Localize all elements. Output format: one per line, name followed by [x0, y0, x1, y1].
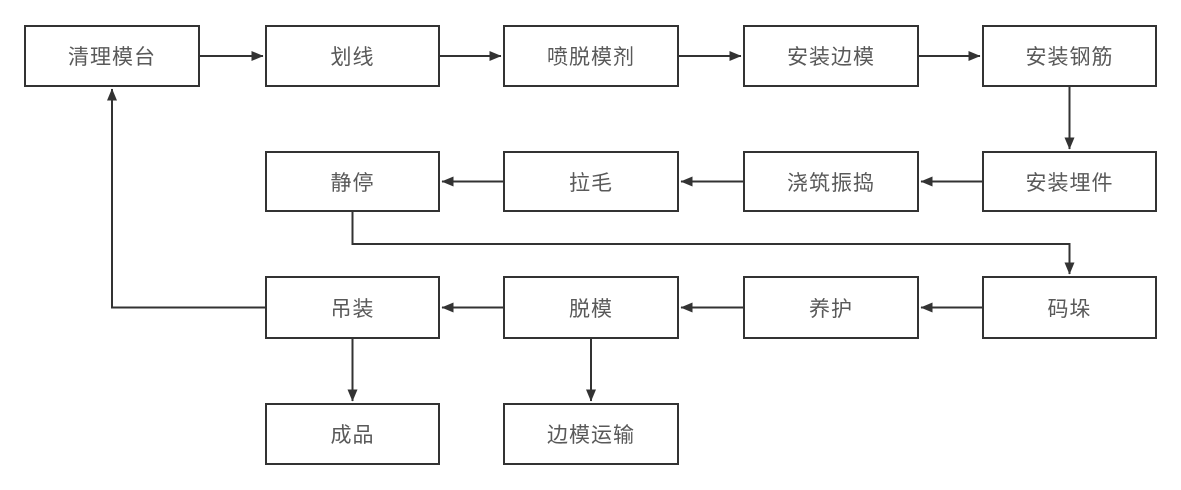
node-line-marking: 划线 — [265, 25, 440, 87]
node-finished-product-label: 成品 — [330, 424, 375, 447]
node-spray-release-agent-label: 喷脱模剂 — [547, 46, 635, 69]
node-roughening: 拉毛 — [503, 151, 679, 212]
node-curing-label: 养护 — [809, 297, 853, 321]
node-side-form-transport-label: 边模运输 — [547, 424, 635, 447]
node-finished-product: 成品 — [265, 403, 440, 465]
node-install-rebar-label: 安装钢筋 — [1025, 46, 1114, 69]
node-clean-mold-table: 清理模台 — [24, 25, 200, 87]
node-install-side-forms: 安装边模 — [743, 25, 919, 87]
node-demolding-label: 脱模 — [569, 297, 613, 321]
node-install-embedded-parts: 安装埋件 — [982, 151, 1157, 212]
node-resting-label: 静停 — [330, 171, 375, 195]
edge-hoisting-to-clean-mold-table — [107, 88, 265, 309]
node-demolding: 脱模 — [503, 276, 679, 339]
edge-resting-to-stacking — [351, 212, 1075, 275]
node-install-embedded-parts-label: 安装埋件 — [1025, 171, 1114, 195]
node-resting: 静停 — [265, 151, 440, 212]
node-hoisting: 吊装 — [265, 276, 440, 339]
node-pour-and-vibrate: 浇筑振捣 — [743, 151, 919, 212]
node-clean-mold-table-label: 清理模台 — [68, 46, 156, 69]
node-side-form-transport: 边模运输 — [503, 403, 679, 465]
node-stacking-label: 码垛 — [1047, 297, 1092, 321]
node-install-rebar: 安装钢筋 — [982, 25, 1157, 87]
node-install-side-forms-label: 安装边模 — [787, 46, 875, 69]
node-roughening-label: 拉毛 — [569, 171, 613, 195]
node-hoisting-label: 吊装 — [330, 297, 375, 321]
node-pour-and-vibrate-label: 浇筑振捣 — [787, 171, 875, 195]
node-spray-release-agent: 喷脱模剂 — [503, 25, 679, 87]
node-curing: 养护 — [743, 276, 919, 339]
node-stacking: 码垛 — [982, 276, 1157, 339]
node-line-marking-label: 划线 — [330, 46, 375, 69]
